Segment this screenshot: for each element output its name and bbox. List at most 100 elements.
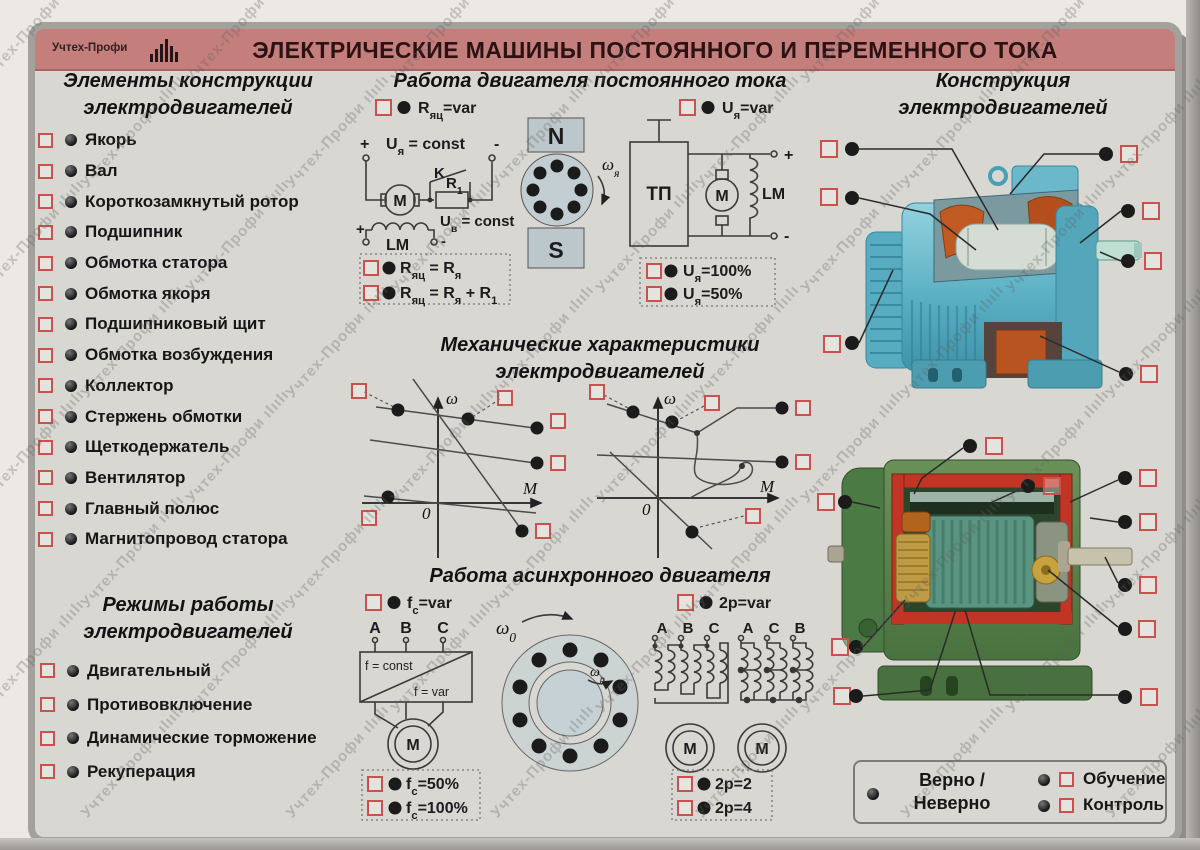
answer-checkbox[interactable]: [38, 409, 53, 425]
contact-dot[interactable]: [1118, 622, 1132, 636]
answer-checkbox[interactable]: [38, 316, 53, 332]
terminal[interactable]: [439, 636, 447, 644]
contact-dot[interactable]: [1118, 515, 1132, 529]
answer-checkbox[interactable]: [820, 188, 838, 206]
answer-checkbox[interactable]: [550, 455, 566, 471]
answer-checkbox[interactable]: [677, 594, 694, 611]
indicator-dot[interactable]: [1038, 800, 1050, 812]
answer-checkbox[interactable]: [497, 390, 513, 406]
answer-checkbox[interactable]: [363, 260, 379, 276]
answer-checkbox[interactable]: [795, 400, 811, 416]
answer-checkbox[interactable]: [38, 163, 53, 179]
answer-checkbox[interactable]: [831, 638, 849, 656]
answer-checkbox[interactable]: [40, 764, 55, 780]
answer-checkbox[interactable]: [677, 776, 693, 792]
answer-checkbox[interactable]: [351, 383, 367, 399]
answer-checkbox[interactable]: [677, 800, 693, 816]
contact-dot[interactable]: [65, 379, 77, 392]
answer-checkbox[interactable]: [833, 687, 851, 705]
contact-dot[interactable]: [685, 525, 699, 539]
terminal[interactable]: [402, 636, 410, 644]
contact-dot[interactable]: [65, 287, 77, 300]
contact-dot[interactable]: [963, 439, 977, 453]
contact-dot[interactable]: [381, 490, 395, 504]
answer-checkbox[interactable]: [817, 493, 835, 511]
answer-checkbox[interactable]: [1120, 145, 1138, 163]
contact-dot[interactable]: [1118, 578, 1132, 592]
mode-checkbox-control[interactable]: [1059, 798, 1074, 813]
contact-dot[interactable]: [65, 533, 77, 546]
contact-dot[interactable]: [849, 689, 863, 703]
answer-checkbox[interactable]: [367, 776, 383, 792]
answer-checkbox[interactable]: [1139, 576, 1157, 594]
answer-checkbox[interactable]: [38, 255, 53, 271]
contact-dot[interactable]: [65, 257, 77, 270]
contact-dot[interactable]: [697, 777, 711, 791]
answer-checkbox[interactable]: [361, 510, 377, 526]
answer-checkbox[interactable]: [40, 697, 55, 713]
answer-checkbox[interactable]: [38, 286, 53, 302]
indicator-dot[interactable]: [867, 788, 879, 800]
contact-dot[interactable]: [849, 640, 863, 654]
terminal[interactable]: [737, 634, 745, 642]
contact-dot[interactable]: [1121, 254, 1135, 268]
answer-checkbox[interactable]: [363, 285, 379, 301]
contact-dot[interactable]: [838, 495, 852, 509]
contact-dot[interactable]: [65, 349, 77, 362]
answer-checkbox[interactable]: [1140, 365, 1158, 383]
answer-checkbox[interactable]: [646, 263, 662, 279]
contact-dot[interactable]: [65, 226, 77, 239]
answer-checkbox[interactable]: [1139, 513, 1157, 531]
terminal[interactable]: [488, 154, 496, 162]
answer-checkbox[interactable]: [375, 99, 392, 116]
answer-checkbox[interactable]: [745, 508, 761, 524]
contact-dot[interactable]: [382, 261, 396, 275]
terminal[interactable]: [371, 636, 379, 644]
answer-checkbox[interactable]: [38, 470, 53, 486]
contact-dot[interactable]: [530, 456, 544, 470]
contact-dot[interactable]: [65, 410, 77, 423]
contact-dot[interactable]: [664, 287, 678, 301]
answer-checkbox[interactable]: [1144, 252, 1162, 270]
contact-dot[interactable]: [1119, 367, 1133, 381]
terminal[interactable]: [677, 634, 685, 642]
terminal[interactable]: [770, 232, 778, 240]
answer-checkbox[interactable]: [795, 454, 811, 470]
answer-checkbox[interactable]: [38, 347, 53, 363]
contact-dot[interactable]: [65, 134, 77, 147]
contact-dot[interactable]: [1121, 204, 1135, 218]
contact-dot[interactable]: [1021, 479, 1035, 493]
contact-dot[interactable]: [388, 801, 402, 815]
contact-dot[interactable]: [845, 191, 859, 205]
contact-dot[interactable]: [701, 101, 715, 114]
terminal[interactable]: [362, 238, 370, 246]
contact-dot[interactable]: [67, 765, 79, 778]
contact-dot[interactable]: [65, 502, 77, 515]
contact-dot[interactable]: [67, 664, 79, 677]
contact-dot[interactable]: [845, 336, 859, 350]
contact-dot[interactable]: [397, 101, 411, 114]
answer-checkbox[interactable]: [38, 378, 53, 394]
answer-checkbox[interactable]: [365, 594, 382, 611]
contact-dot[interactable]: [388, 777, 402, 791]
contact-dot[interactable]: [461, 412, 475, 426]
contact-dot[interactable]: [1118, 471, 1132, 485]
answer-checkbox[interactable]: [704, 395, 720, 411]
terminal[interactable]: [430, 238, 438, 246]
contact-dot[interactable]: [699, 596, 713, 609]
answer-checkbox[interactable]: [1138, 620, 1156, 638]
answer-checkbox[interactable]: [40, 730, 55, 746]
contact-dot[interactable]: [67, 732, 79, 745]
answer-checkbox[interactable]: [535, 523, 551, 539]
answer-checkbox[interactable]: [38, 224, 53, 240]
terminal[interactable]: [789, 634, 797, 642]
answer-checkbox[interactable]: [38, 501, 53, 517]
answer-checkbox[interactable]: [550, 413, 566, 429]
contact-dot[interactable]: [65, 471, 77, 484]
answer-checkbox[interactable]: [1139, 469, 1157, 487]
contact-dot[interactable]: [387, 596, 401, 609]
answer-checkbox[interactable]: [679, 99, 696, 116]
contact-dot[interactable]: [65, 165, 77, 178]
terminal[interactable]: [770, 150, 778, 158]
answer-checkbox[interactable]: [38, 132, 53, 148]
